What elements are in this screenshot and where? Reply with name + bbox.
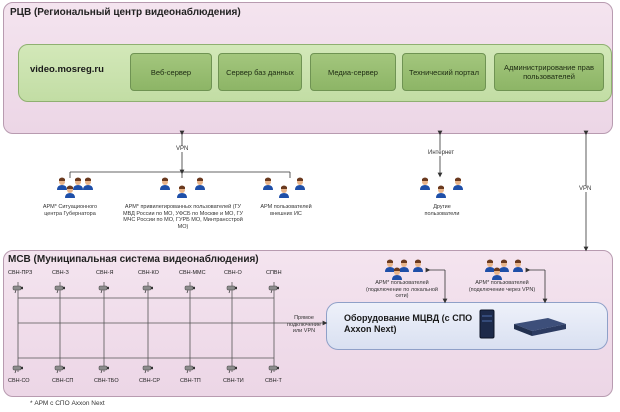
camera-label: СВН-Т	[265, 378, 282, 384]
rcv-title: РЦВ (Региональный центр видеонаблюдения)	[10, 7, 241, 18]
external-is-label: АРМ пользователей внешних ИС	[260, 204, 312, 217]
camera-label: СВН-СР	[139, 378, 161, 384]
user-group-icon	[385, 259, 423, 280]
governor-center-label: АРМ* Ситуационного центра Губернатора	[42, 204, 98, 217]
camera-label: СВН-СП	[52, 378, 74, 384]
site-url: video.mosreg.ru	[30, 64, 104, 75]
camera-label: СВН-ТП	[180, 378, 201, 384]
mcvd-equipment-title: Оборудование МЦВД (с СПО Axxon Next)	[344, 313, 473, 334]
camera-label: СВН-ММС	[179, 270, 206, 276]
user-group-icon	[160, 177, 205, 198]
direct-connection-label: Прямое подключение или VPN	[287, 315, 321, 334]
camera-label: СВН-З	[52, 270, 69, 276]
internet-label: Интернет	[427, 150, 456, 156]
msv-title: МСВ (Муниципальная система видеонаблюден…	[8, 254, 259, 265]
vpn-top-label: VPN	[175, 146, 190, 152]
switch-icon	[514, 318, 566, 336]
vpn-users-label: АРМ* пользователей (подключение через VP…	[468, 280, 536, 293]
service-db-server: Сервер баз данных	[218, 53, 302, 91]
privileged-users-label: АРМ* привилегированных пользователей (ГУ…	[123, 204, 243, 230]
camera-label: СВН-ПРЗ	[8, 270, 33, 276]
camera-label: СВН-Я	[96, 270, 114, 276]
service-admin-rights: Администрирование прав пользователей	[494, 53, 604, 91]
camera-label: СПВН	[266, 270, 282, 276]
vpn-right-label: VPN	[578, 186, 593, 192]
user-group-icon	[420, 177, 463, 198]
footnote: * АРМ с СПО Axxon Next	[30, 400, 105, 407]
camera-label: СВН-ТБО	[94, 378, 119, 384]
camera-label: СВН-СО	[8, 378, 30, 384]
user-group-icon	[485, 259, 523, 280]
local-users-label: АРМ* пользователей (подключение по локал…	[366, 280, 438, 299]
camera-label: СВН-ТИ	[223, 378, 244, 384]
user-group-icon	[57, 177, 93, 198]
user-group-icon	[263, 177, 305, 198]
camera-label: СВН-КО	[138, 270, 159, 276]
service-media-server: Медиа-сервер	[310, 53, 396, 91]
other-users-label: Другие пользователи	[424, 204, 460, 217]
camera-label: СВН-О	[224, 270, 242, 276]
camera-bus	[17, 282, 328, 372]
service-web-server: Веб-сервер	[130, 53, 212, 91]
server-icon	[479, 309, 495, 339]
service-tech-portal: Технический портал	[402, 53, 486, 91]
